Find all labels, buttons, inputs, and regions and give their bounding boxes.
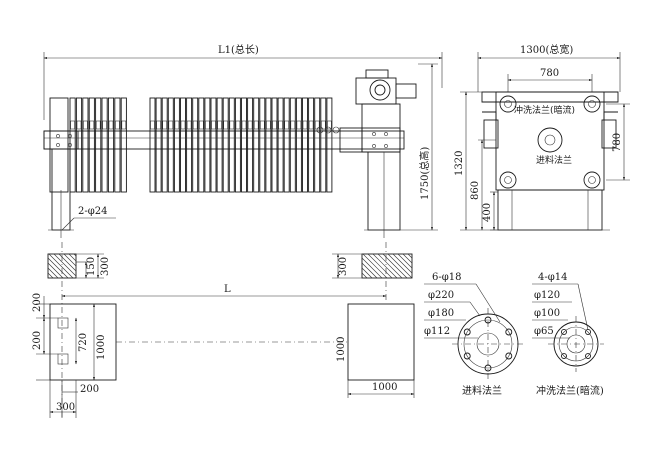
dim-300-bottom-label: 300 xyxy=(56,402,75,413)
total-length-label: L1(总长) xyxy=(218,43,259,56)
bolt-hole xyxy=(463,328,471,336)
dim-150-label: 150 xyxy=(86,257,97,276)
filter-plate xyxy=(210,97,217,193)
filter-plate xyxy=(149,97,156,193)
feed-d112-label: φ112 xyxy=(424,326,450,337)
filter-plate xyxy=(308,97,315,193)
left-plate-pack xyxy=(69,97,127,193)
width-780-label: 780 xyxy=(540,68,559,79)
filter-plate xyxy=(259,97,266,193)
filter-plate xyxy=(155,97,162,193)
total-width-label: 1300(总宽) xyxy=(520,43,573,56)
filter-plate xyxy=(101,97,108,193)
filter-plate xyxy=(107,97,115,193)
dim-1000-bottom-label: 1000 xyxy=(372,382,397,393)
filter-plate xyxy=(295,97,302,193)
filter-plate xyxy=(180,97,186,193)
bolt-hole xyxy=(561,329,567,335)
bolt-holes-label: 2-φ24 xyxy=(78,206,107,217)
flush-d65-label: φ65 xyxy=(534,326,554,337)
bolt-hole xyxy=(484,364,492,372)
flush-flange-callout: 冲洗法兰(暗流) xyxy=(514,104,575,116)
bolt-hole xyxy=(505,352,513,360)
bolt-hole xyxy=(585,353,591,359)
dim-300-left-label: 300 xyxy=(100,257,111,276)
dim-720-label: 720 xyxy=(78,333,89,352)
filter-plate xyxy=(289,97,296,193)
height-1320-label: 1320 xyxy=(454,151,465,176)
filter-plate xyxy=(228,97,235,193)
filter-plate xyxy=(247,97,254,193)
filter-plate xyxy=(277,97,284,193)
filter-plate xyxy=(120,97,127,193)
dim-300-right-label: 300 xyxy=(338,257,349,276)
filter-plate xyxy=(186,97,193,193)
dim-200-bottom-label: 200 xyxy=(80,384,99,395)
filter-plate xyxy=(82,97,89,193)
filter-plate xyxy=(161,97,168,193)
filter-plate xyxy=(75,97,83,193)
filter-plate xyxy=(69,97,76,193)
filter-plate xyxy=(216,97,223,193)
right-plate-pack xyxy=(149,97,333,193)
total-height-label: 1750(总高) xyxy=(418,147,431,200)
flush-d120-label: φ120 xyxy=(534,290,560,301)
filter-plate xyxy=(314,97,321,193)
flush-flange-title: 冲洗法兰(暗流) xyxy=(536,384,604,397)
flush-flange-detail: 4-φ14 φ120 φ100 φ65 冲洗法兰(暗流) xyxy=(532,272,604,397)
length-L-label: L xyxy=(224,284,231,295)
feed-flange-title: 进料法兰 xyxy=(462,384,502,397)
bolt-hole xyxy=(505,328,513,336)
filter-plate xyxy=(302,97,308,193)
feed-flange-detail: 6-φ18 φ220 φ180 φ112 进料法兰 xyxy=(424,272,524,397)
filter-plate xyxy=(326,97,333,193)
filter-plate xyxy=(265,97,272,193)
dim-200-top-label: 200 xyxy=(32,293,43,312)
front-view: L1(总长) xyxy=(43,43,443,238)
foundation-plan: 150 300 300 L 200 200 720 1000 xyxy=(32,242,415,418)
filter-plate xyxy=(204,97,211,193)
filter-plate xyxy=(95,97,102,193)
flush-holes-label: 4-φ14 xyxy=(538,272,567,283)
right-block-hatch xyxy=(361,253,413,279)
filter-plate xyxy=(271,97,278,193)
dim-1000-left-label: 1000 xyxy=(96,335,107,360)
filter-plate xyxy=(167,97,174,193)
filter-plate xyxy=(253,97,260,193)
flush-d100-label: φ100 xyxy=(534,308,560,319)
side-corner-holes xyxy=(499,95,601,189)
feed-d180-label: φ180 xyxy=(428,308,454,319)
height-780-label: 780 xyxy=(612,133,623,152)
filter-plate xyxy=(234,97,241,193)
left-block-hatch xyxy=(47,253,77,279)
bolt-hole xyxy=(463,352,471,360)
filter-plate xyxy=(222,97,229,193)
filter-plate xyxy=(173,97,180,193)
bolt-hole xyxy=(561,353,567,359)
side-view: 1300(总宽) 780 冲洗法兰(暗流) 进料法兰 780 xyxy=(454,43,630,231)
filter-plate xyxy=(283,97,290,193)
bolt-hole xyxy=(484,316,492,324)
filter-plate xyxy=(88,97,95,193)
height-400-label: 400 xyxy=(482,203,493,222)
dim-1000-right-label: 1000 xyxy=(336,337,347,362)
feed-holes-label: 6-φ18 xyxy=(432,272,461,283)
dim-200-mid-label: 200 xyxy=(32,331,43,350)
filter-plate xyxy=(241,97,247,193)
feed-flange-callout: 进料法兰 xyxy=(536,154,572,166)
filter-plate xyxy=(320,97,327,193)
filter-plate xyxy=(198,97,205,193)
height-860-label: 860 xyxy=(470,181,481,200)
filter-plate xyxy=(192,97,199,193)
feed-d220-label: φ220 xyxy=(428,290,454,301)
filter-plate xyxy=(114,97,121,193)
